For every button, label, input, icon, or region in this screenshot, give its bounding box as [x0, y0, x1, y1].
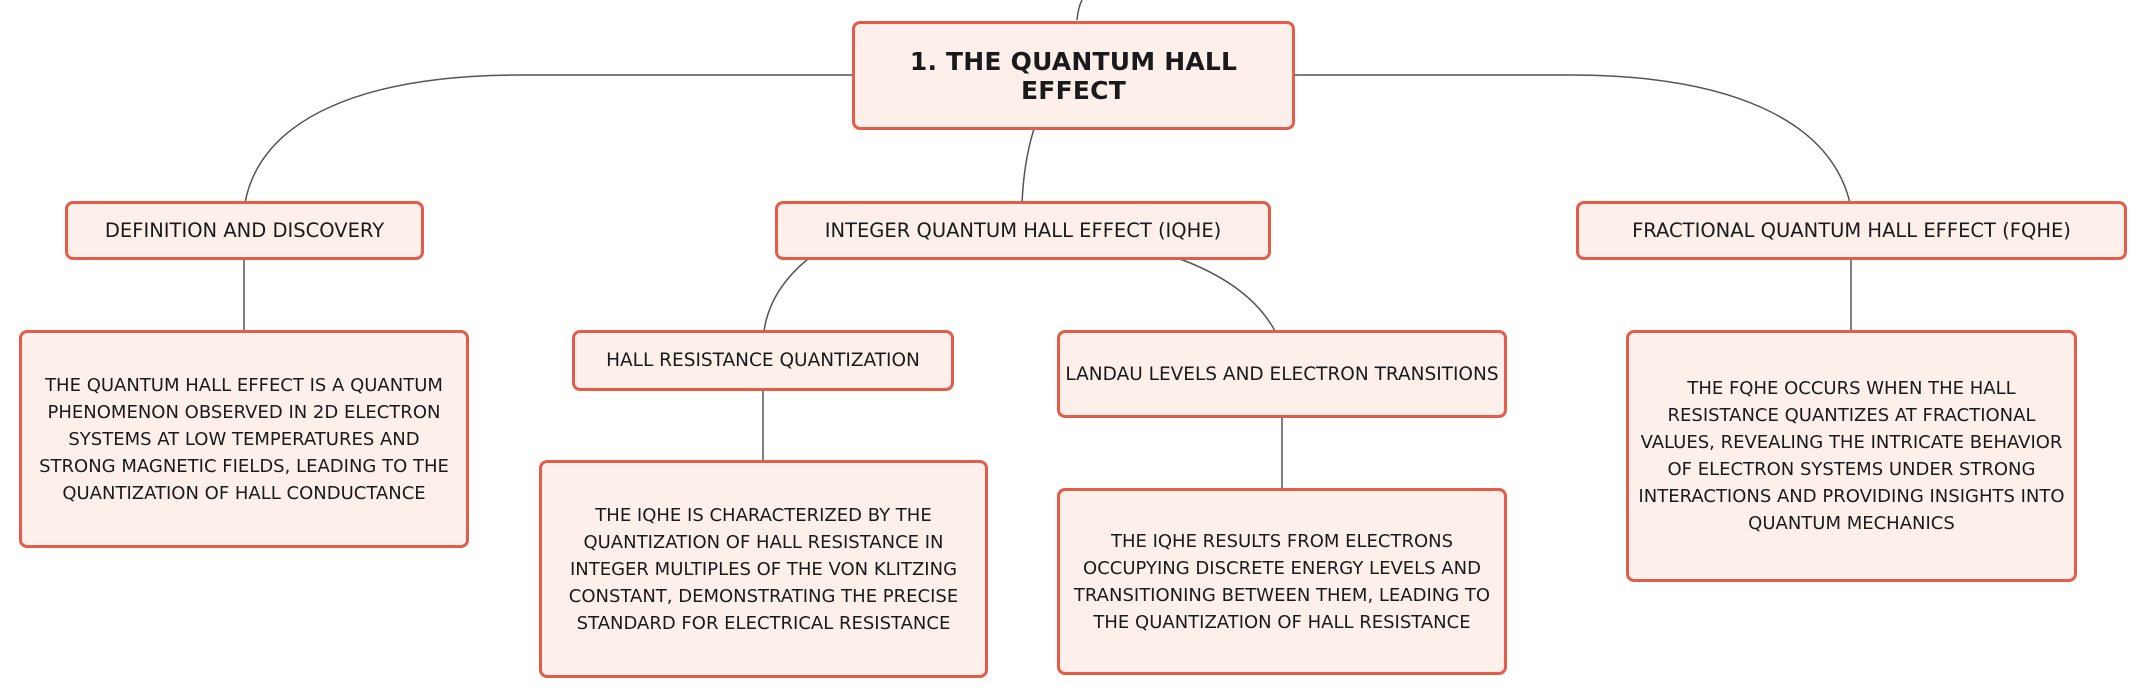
topic-iqhe-label: INTEGER QUANTUM HALL EFFECT (IQHE) — [824, 219, 1222, 242]
connector-root-to-definition — [244, 74, 852, 204]
subtopic-landau-levels[interactable]: LANDAU LEVELS AND ELECTRON TRANSITIONS — [1057, 330, 1507, 418]
topic-integer-quantum-hall-effect[interactable]: INTEGER QUANTUM HALL EFFECT (IQHE) — [775, 201, 1271, 260]
description-fqhe-text: THE FQHE OCCURS WHEN THE HALL RESISTANCE… — [1638, 378, 2065, 534]
subtopic-landau-label: LANDAU LEVELS AND ELECTRON TRANSITIONS — [1065, 363, 1499, 385]
topic-fqhe-label: FRACTIONAL QUANTUM HALL EFFECT (FQHE) — [1632, 219, 2071, 242]
subtopic-hall-resistance-label: HALL RESISTANCE QUANTIZATION — [606, 350, 920, 371]
description-landau-text: THE IQHE RESULTS FROM ELECTRONS OCCUPYIN… — [1073, 530, 1491, 633]
topic-definition-and-discovery[interactable]: DEFINITION AND DISCOVERY — [65, 201, 424, 260]
description-fqhe-node[interactable]: THE FQHE OCCURS WHEN THE HALL RESISTANCE… — [1626, 330, 2077, 582]
connector-root-to-fqhe — [1295, 74, 1851, 204]
description-definition-text: THE QUANTUM HALL EFFECT IS A QUANTUM PHE… — [39, 374, 449, 504]
topic-fractional-quantum-hall-effect[interactable]: FRACTIONAL QUANTUM HALL EFFECT (FQHE) — [1576, 201, 2127, 260]
description-hall-resistance-node[interactable]: THE IQHE IS CHARACTERIZED BY THE QUANTIZ… — [539, 460, 988, 678]
root-topic-label: 1. THE QUANTUM HALL EFFECT — [909, 46, 1238, 105]
connector-iqhe-to-landau — [1179, 258, 1276, 332]
description-hall-resistance-text: THE IQHE IS CHARACTERIZED BY THE QUANTIZ… — [568, 504, 959, 634]
subtopic-hall-resistance-quantization[interactable]: HALL RESISTANCE QUANTIZATION — [572, 330, 954, 391]
connector-iqhe-to-hall — [763, 258, 809, 332]
description-landau-node[interactable]: THE IQHE RESULTS FROM ELECTRONS OCCUPYIN… — [1057, 488, 1507, 675]
description-definition-node[interactable]: THE QUANTUM HALL EFFECT IS A QUANTUM PHE… — [19, 330, 469, 548]
root-topic-node[interactable]: 1. THE QUANTUM HALL EFFECT — [852, 21, 1295, 130]
topic-definition-label: DEFINITION AND DISCOVERY — [104, 219, 385, 242]
connector-root-to-iqhe — [1021, 128, 1035, 204]
connector-parent-to-root — [1076, 0, 1083, 21]
